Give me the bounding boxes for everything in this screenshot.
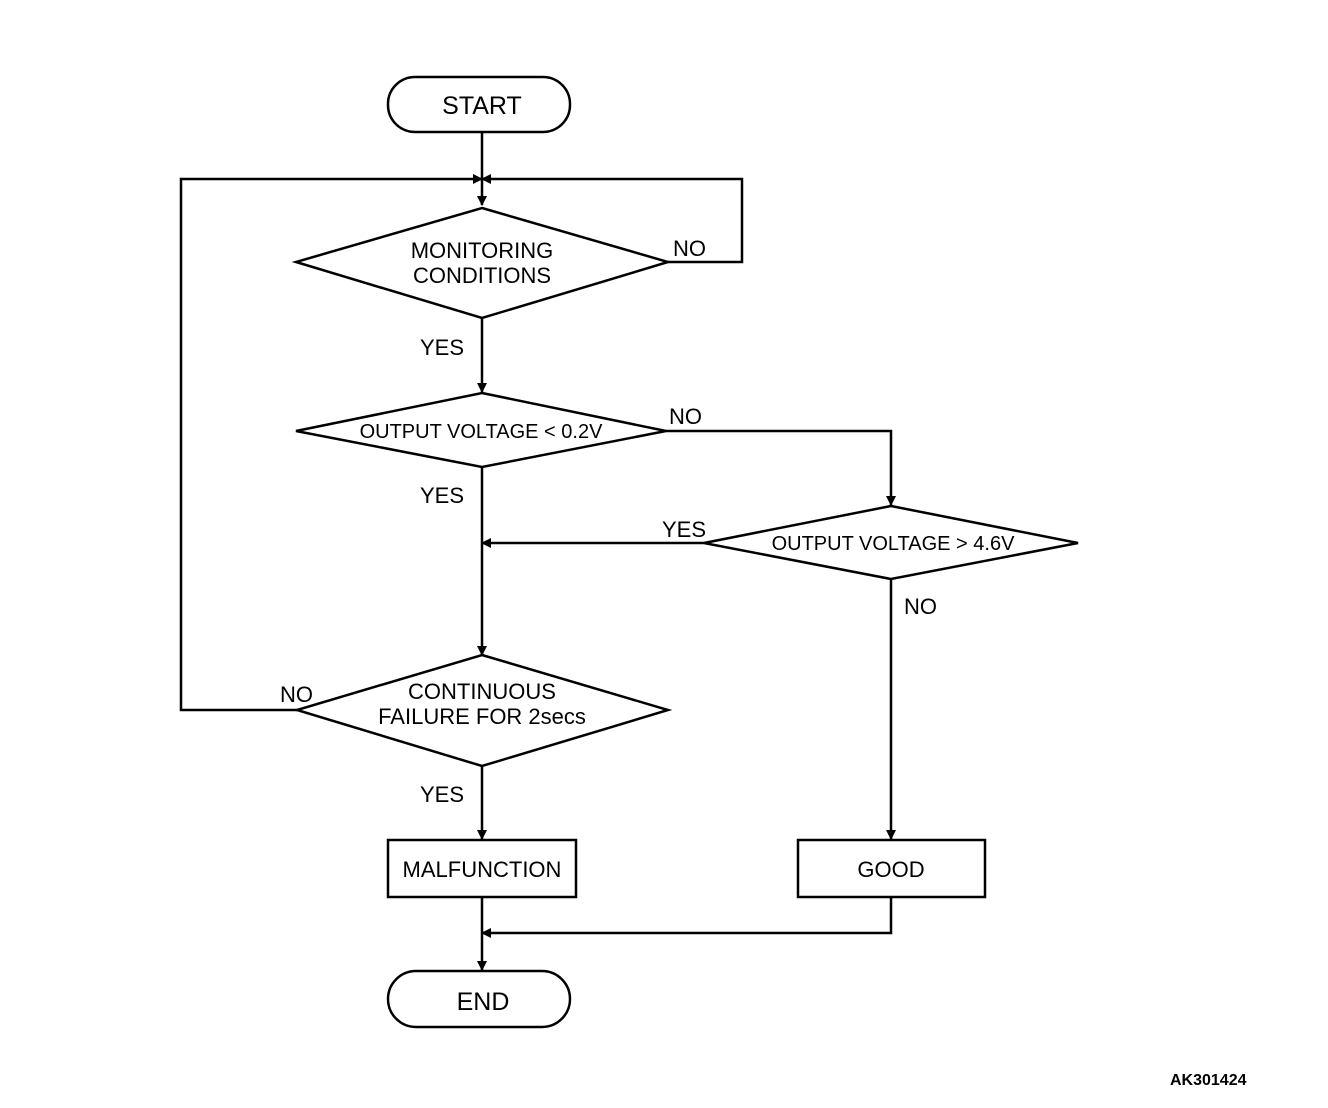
arrow-output-low-no-to-output-high xyxy=(666,429,896,506)
output-high-decision: OUTPUT VOLTAGE > 4.6V xyxy=(703,504,1079,581)
continuous-label-line2: FAILURE FOR 2secs xyxy=(378,704,586,729)
monitoring-decision: MONITORING CONDITIONS xyxy=(291,206,673,320)
continuous-label-line1: CONTINUOUS xyxy=(408,679,556,704)
arrow-continuous-no-loop xyxy=(179,174,483,712)
start-label: START xyxy=(442,92,522,120)
arrow-monitoring-no-loop xyxy=(481,174,744,264)
continuous-no-label: NO xyxy=(280,682,313,707)
connectors xyxy=(179,132,896,971)
start-terminal-shape xyxy=(386,75,572,134)
output-low-yes-label: YES xyxy=(420,483,464,508)
output-high-label: OUTPUT VOLTAGE > 4.6V xyxy=(772,533,1016,555)
monitoring-diamond-shape xyxy=(291,206,673,320)
output-low-diamond-shape xyxy=(295,391,667,469)
malfunction-node: MALFUNCTION xyxy=(386,838,578,899)
arrow-good-to-end xyxy=(481,897,893,938)
good-label: GOOD xyxy=(857,857,924,882)
continuous-diamond-shape xyxy=(292,653,673,768)
continuous-decision: CONTINUOUS FAILURE FOR 2secs xyxy=(292,653,673,768)
output-low-label: OUTPUT VOLTAGE < 0.2V xyxy=(360,421,604,443)
output-high-no-label: NO xyxy=(904,594,937,619)
monitoring-yes-label: YES xyxy=(420,335,464,360)
output-high-yes-label: YES xyxy=(662,517,706,542)
malfunction-label: MALFUNCTION xyxy=(403,857,562,882)
end-terminal-shape xyxy=(386,969,572,1029)
end-node: END xyxy=(386,969,572,1029)
good-node: GOOD xyxy=(796,838,987,899)
good-process-shape xyxy=(796,838,987,899)
monitoring-no-label: NO xyxy=(673,236,706,261)
output-low-decision: OUTPUT VOLTAGE < 0.2V xyxy=(295,391,667,469)
monitoring-label-line1: MONITORING xyxy=(411,238,554,263)
monitoring-label-line2: CONDITIONS xyxy=(413,263,551,288)
output-low-no-label: NO xyxy=(669,404,702,429)
continuous-yes-label: YES xyxy=(420,782,464,807)
branch-labels: NO YES NO YES YES NO NO YES xyxy=(280,236,937,807)
malfunction-process-shape xyxy=(386,838,578,899)
end-label: END xyxy=(457,988,510,1016)
start-node: START xyxy=(386,75,572,134)
figure-id: AK301424 xyxy=(1170,1072,1247,1089)
output-high-diamond-shape xyxy=(703,504,1079,581)
